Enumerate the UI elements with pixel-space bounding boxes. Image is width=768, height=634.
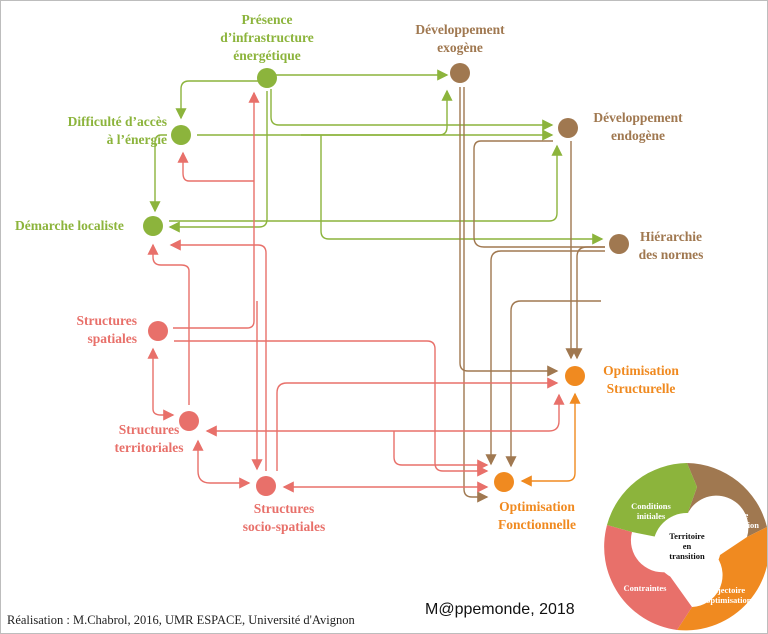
orange-links	[520, 392, 581, 487]
credit-text: Réalisation : M.Chabrol, 2016, UMR ESPAC…	[7, 613, 355, 627]
red-links	[147, 91, 565, 493]
label-demarche: Démarche localiste	[15, 218, 124, 233]
green-links	[149, 69, 604, 245]
node-demarche	[143, 216, 163, 236]
cycle-contraintes: Contraintes	[623, 583, 667, 593]
cycle-graphic	[604, 463, 767, 631]
node-spatiales	[148, 321, 168, 341]
node-exogene	[450, 63, 470, 83]
brand-text: M@ppemonde, 2018	[425, 601, 575, 618]
node-hierarchie	[609, 234, 629, 254]
node-difficulte	[171, 125, 191, 145]
node-structurelle	[565, 366, 585, 386]
node-fonctionnelle	[494, 472, 514, 492]
node-socio	[256, 476, 276, 496]
node-endogene	[558, 118, 578, 138]
node-presence	[257, 68, 277, 88]
node-territoriales	[179, 411, 199, 431]
brown-links	[459, 87, 605, 503]
nodes	[143, 63, 629, 496]
